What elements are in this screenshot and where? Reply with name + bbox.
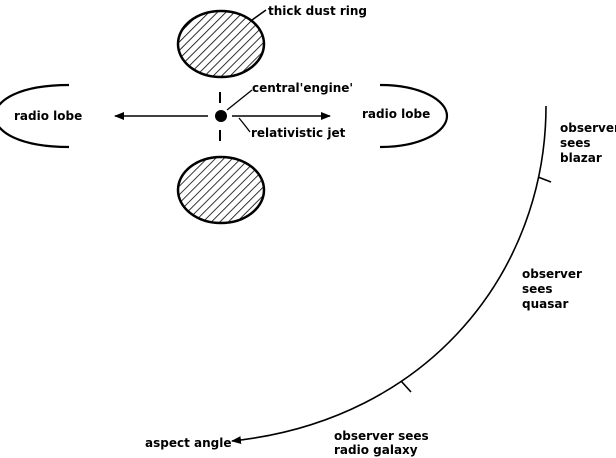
aspect-angle-label: aspect angle [145, 436, 231, 450]
dust-ring-pointer [251, 9, 267, 21]
quasar-label-line3: quasar [522, 297, 568, 311]
central-engine-dot [215, 110, 227, 122]
quasar-label-line2: sees [522, 282, 553, 296]
arc-tick-quasar-galaxy [400, 380, 412, 393]
central-engine-label: central'engine' [252, 81, 353, 95]
engine-pointer [226, 89, 253, 111]
radio-lobe-left-label: radio lobe [14, 109, 82, 123]
radio-lobe-left [0, 83, 70, 149]
quasar-label-line1: observer [522, 267, 582, 281]
radio-galaxy-label-line1: observer sees [334, 429, 429, 443]
radio-lobe-right [379, 83, 449, 149]
relativistic-jet-label: relativistic jet [251, 126, 346, 140]
jet-pointer [238, 117, 251, 133]
blazar-label-line1: observer [560, 121, 616, 135]
radio-galaxy-label-line2: radio galaxy [334, 443, 418, 457]
blazar-label-line2: sees [560, 136, 591, 150]
dust-ring-bottom [176, 155, 266, 225]
dust-ring-top [176, 9, 266, 79]
radio-lobe-right-label: radio lobe [362, 107, 430, 121]
dust-ring-label: thick dust ring [268, 4, 367, 18]
arc-tick-blazar-quasar [537, 176, 552, 183]
aspect-angle-arc [231, 105, 547, 445]
blazar-label-line3: blazar [560, 151, 602, 165]
